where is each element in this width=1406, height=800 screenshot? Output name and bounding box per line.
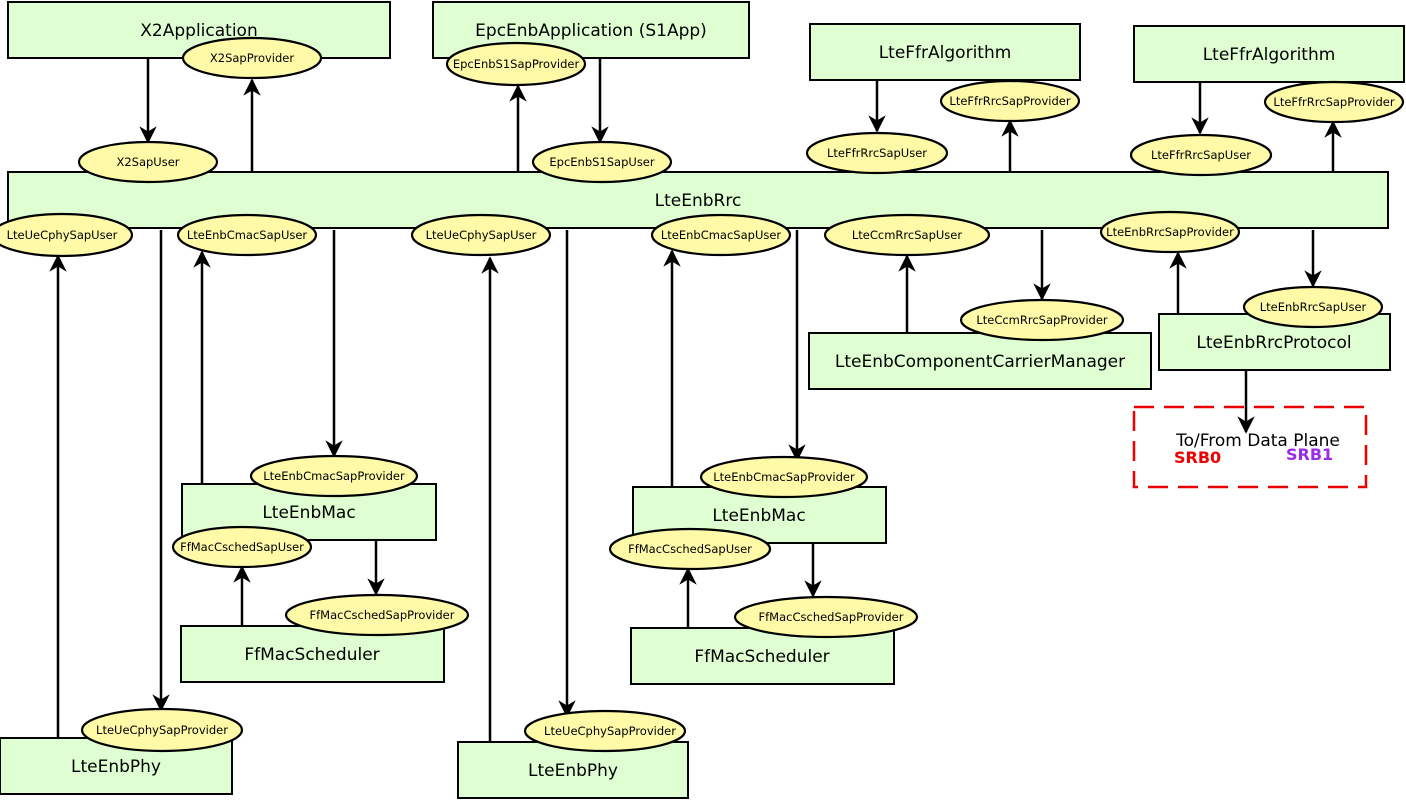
component-epc-enb-application: EpcEnbApplication (S1App)	[432, 1, 750, 59]
box-label: LteEnbRrc	[655, 191, 742, 211]
sap-s1-provider: EpcEnbS1SapProvider	[445, 41, 587, 87]
data-plane-border	[1132, 405, 1368, 489]
component-ffr-algorithm-1: LteFfrAlgorithm	[809, 23, 1081, 81]
sap-label: LteEnbCmacSapUser	[661, 228, 782, 242]
sap-rrc-provider: LteEnbRrcSapProvider	[1099, 210, 1241, 254]
component-enb-phy-2: LteEnbPhy	[457, 741, 689, 799]
sap-label: LteEnbCmacSapUser	[187, 228, 308, 242]
sap-ffr-provider-1: LteFfrRrcSapProvider	[939, 79, 1081, 123]
sap-cphy-user-1: LteUeCphySapUser	[0, 212, 134, 258]
box-label: LteEnbMac	[712, 506, 805, 526]
sap-label: FfMacCschedSapProvider	[310, 608, 455, 622]
srb0-label: SRB0	[1174, 448, 1221, 467]
sap-label: FfMacCschedSapUser	[180, 540, 304, 554]
connections	[49, 58, 1342, 742]
sap-label: LteEnbCmacSapProvider	[713, 470, 855, 484]
data-plane-label: To/From Data Plane	[1175, 431, 1340, 451]
sap-cmac-provider-1: LteEnbCmacSapProvider	[249, 454, 419, 498]
box-label: LteEnbPhy	[528, 761, 618, 781]
sap-cmac-user-1: LteEnbCmacSapUser	[176, 213, 318, 257]
sap-label: LteEnbRrcSapUser	[1260, 300, 1367, 314]
sap-label: LteFfrRrcSapProvider	[1273, 95, 1394, 109]
sap-label: LteFfrRrcSapProvider	[949, 94, 1070, 108]
box-label: EpcEnbApplication (S1App)	[475, 21, 707, 41]
sap-label: X2SapUser	[116, 155, 179, 169]
box-label: LteFfrAlgorithm	[879, 43, 1012, 63]
box-label: X2Application	[140, 21, 257, 41]
sap-ccm-provider: LteCcmRrcSapProvider	[959, 298, 1125, 342]
box-label: FfMacScheduler	[244, 645, 379, 665]
sap-label: LteFfrRrcSapUser	[1151, 148, 1251, 162]
sap-cmac-user-2: LteEnbCmacSapUser	[650, 213, 792, 257]
box-label: LteFfrAlgorithm	[1203, 45, 1336, 65]
box-label: LteEnbMac	[262, 503, 355, 523]
sap-csched-provider-1: FfMacCschedSapProvider	[284, 593, 470, 637]
sap-label: LteEnbRrcSapProvider	[1106, 225, 1234, 239]
sap-label: LteCcmRrcSapUser	[852, 228, 962, 242]
box-label: LteEnbPhy	[71, 757, 161, 777]
sap-cphy-provider-1: LteUeCphySapProvider	[80, 707, 244, 753]
sap-cphy-provider-2: LteUeCphySapProvider	[523, 709, 687, 753]
box-label: LteEnbComponentCarrierManager	[835, 352, 1125, 372]
sap-csched-provider-2: FfMacCschedSapProvider	[733, 595, 919, 639]
srb1-label: SRB1	[1286, 445, 1333, 464]
sap-label: EpcEnbS1SapUser	[549, 155, 654, 169]
sap-label: FfMacCschedSapUser	[628, 542, 752, 556]
sap-label: LteUeCphySapUser	[426, 228, 537, 242]
sap-label: X2SapProvider	[210, 51, 294, 65]
sap-label: LteEnbCmacSapProvider	[263, 469, 405, 483]
component-ccm: LteEnbComponentCarrierManager	[808, 332, 1152, 390]
sap-ffr-provider-2: LteFfrRrcSapProvider	[1263, 80, 1405, 124]
sap-label: LteUeCphySapProvider	[96, 723, 228, 737]
box-label: LteEnbRrcProtocol	[1196, 333, 1351, 353]
sap-ffr-user-2: LteFfrRrcSapUser	[1129, 133, 1273, 177]
sap-cmac-provider-2: LteEnbCmacSapProvider	[699, 455, 869, 499]
component-ffr-algorithm-2: LteFfrAlgorithm	[1133, 25, 1405, 83]
box-label: FfMacScheduler	[694, 647, 829, 667]
sap-rrc-user: LteEnbRrcSapUser	[1242, 285, 1384, 329]
sap-label: LteCcmRrcSapProvider	[976, 313, 1108, 327]
sap-ccm-user: LteCcmRrcSapUser	[823, 213, 991, 257]
data-plane-group: To/From Data Plane SRB0 SRB1	[1132, 405, 1368, 489]
sap-label: FfMacCschedSapProvider	[759, 610, 904, 624]
sap-cphy-user-2: LteUeCphySapUser	[410, 213, 552, 257]
sap-label: LteUeCphySapProvider	[544, 724, 676, 738]
sap-csched-user-2: FfMacCschedSapUser	[608, 527, 772, 571]
sap-label: LteUeCphySapUser	[7, 228, 118, 242]
sap-label: EpcEnbS1SapProvider	[453, 57, 580, 71]
sap-x2-provider: X2SapProvider	[181, 36, 323, 80]
sap-ffr-user-1: LteFfrRrcSapUser	[805, 131, 949, 175]
sap-x2-user: X2SapUser	[77, 140, 219, 184]
sap-label: LteFfrRrcSapUser	[827, 146, 927, 160]
sap-s1-user: EpcEnbS1SapUser	[531, 140, 673, 184]
sap-csched-user-1: FfMacCschedSapUser	[171, 525, 313, 569]
